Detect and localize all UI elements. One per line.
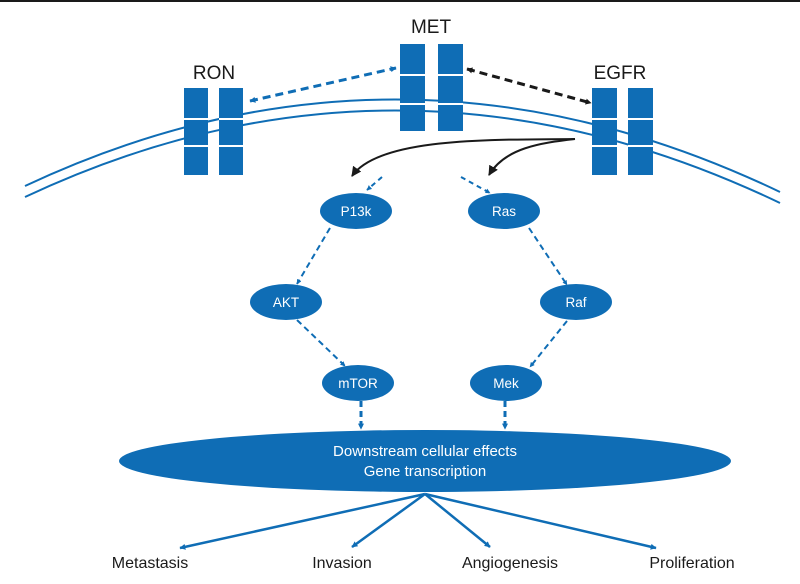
to-invasion-arrow [351, 492, 426, 549]
proliferation-label: Proliferation [649, 555, 734, 572]
mtor-label: mTOR [338, 376, 378, 391]
ras-incoming-arrow [460, 176, 491, 194]
ras-to-raf-arrow [528, 227, 568, 286]
raf-node: Raf [540, 284, 612, 320]
ron-receptor [184, 88, 243, 175]
raf-label: Raf [565, 295, 586, 310]
met-label: MET [411, 17, 452, 38]
to-metastasis-arrow [179, 492, 426, 550]
invasion-label: Invasion [312, 555, 372, 572]
mtor-node: mTOR [322, 365, 394, 401]
to-proliferation-arrow [424, 492, 657, 550]
pi3k-node: P13k [320, 193, 392, 229]
effects-line2: Gene transcription [364, 463, 487, 480]
mek-node: Mek [470, 365, 542, 401]
met-egfr-crosstalk-arrow [466, 67, 592, 105]
to-angiogenesis-arrow [424, 493, 491, 548]
mek-label: Mek [493, 376, 519, 391]
met-receptor [400, 44, 463, 131]
ron-met-crosstalk-arrow [249, 66, 397, 103]
downstream-effects-node: Downstream cellular effects Gene transcr… [119, 430, 731, 492]
egfr-label: EGFR [594, 63, 647, 84]
raf-to-mek-arrow [529, 320, 568, 368]
pi3k-label: P13k [341, 204, 372, 219]
akt-node: AKT [250, 284, 322, 320]
egfr-receptor [592, 88, 653, 175]
akt-to-mtor-arrow [296, 319, 346, 367]
egfr-to-ras-arrow [488, 138, 576, 176]
pi3k-incoming-arrow [366, 176, 383, 191]
pi3k-to-akt-arrow [296, 227, 331, 285]
akt-label: AKT [273, 295, 299, 310]
ras-node: Ras [468, 193, 540, 229]
egfr-to-pi3k-arrow [351, 138, 576, 177]
metastasis-label: Metastasis [112, 555, 188, 572]
ron-label: RON [193, 63, 235, 84]
effects-line1: Downstream cellular effects [333, 443, 517, 460]
angiogenesis-label: Angiogenesis [462, 555, 558, 572]
ras-label: Ras [492, 204, 516, 219]
